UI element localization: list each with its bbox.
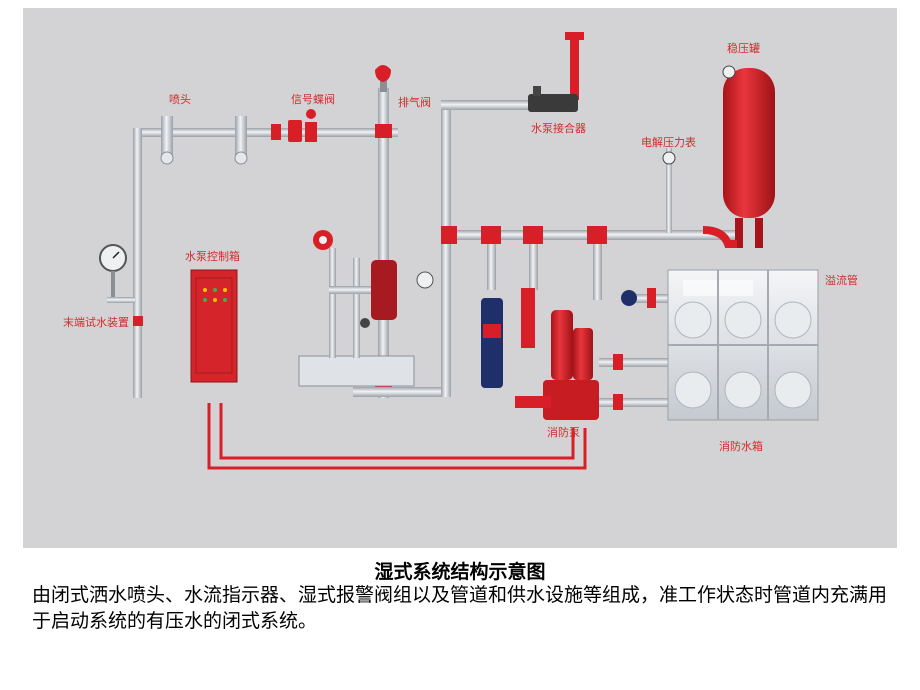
water-flow-indicator	[271, 120, 302, 142]
air-release-valve	[375, 65, 391, 92]
label-sprinkler: 喷头	[169, 93, 191, 106]
label-overflow: 溢流管	[825, 273, 858, 287]
main-pipe-fittings	[441, 226, 607, 244]
label-pump-adapter: 水泵接合器	[531, 121, 586, 135]
fire-pump	[515, 310, 599, 420]
label-signal-valve: 信号蝶阀	[291, 92, 335, 106]
alarm-valve-station	[298, 230, 434, 387]
signal-butterfly-valve	[305, 109, 317, 142]
pump-adapter	[528, 32, 584, 112]
label-pump-control: 水泵控制箱	[185, 249, 240, 263]
label-pressure-gauge: 电解压力表	[641, 135, 696, 149]
sprinkler-branch-pipes	[133, 88, 398, 398]
bottom-connection-pipe	[353, 387, 443, 397]
pressure-tank	[702, 65, 775, 248]
label-fire-pump: 消防泵	[547, 425, 580, 439]
sprinkler-head-2	[234, 116, 248, 165]
pump-valves	[481, 288, 535, 388]
label-air-valve: 排气阀	[398, 95, 431, 109]
fire-water-tank	[667, 269, 819, 421]
electric-pressure-gauge-icon	[662, 151, 676, 165]
caption-title: 湿式系统结构示意图	[374, 561, 546, 583]
label-water-tank: 消防水箱	[719, 439, 763, 453]
tank-outlet-pipes	[599, 288, 671, 410]
pump-control-cabinet	[190, 269, 238, 383]
end-test-gauge-icon	[99, 244, 143, 326]
control-wire-2	[219, 403, 575, 460]
wet-system-diagram: 喷头 信号蝶阀 排气阀 水泵接合器 稳压罐 电解压力表 末端试水装置 水泵控制箱…	[23, 8, 897, 548]
control-wire	[207, 403, 587, 470]
label-end-test: 末端试水装置	[63, 315, 129, 329]
sprinkler-head-1	[160, 116, 174, 165]
label-pressure-tank: 稳压罐	[727, 41, 760, 55]
caption-body: 由闭式洒水喷头、水流指示器、湿式报警阀组以及管道和供水设施等组成，准工作状态时管…	[32, 584, 888, 632]
